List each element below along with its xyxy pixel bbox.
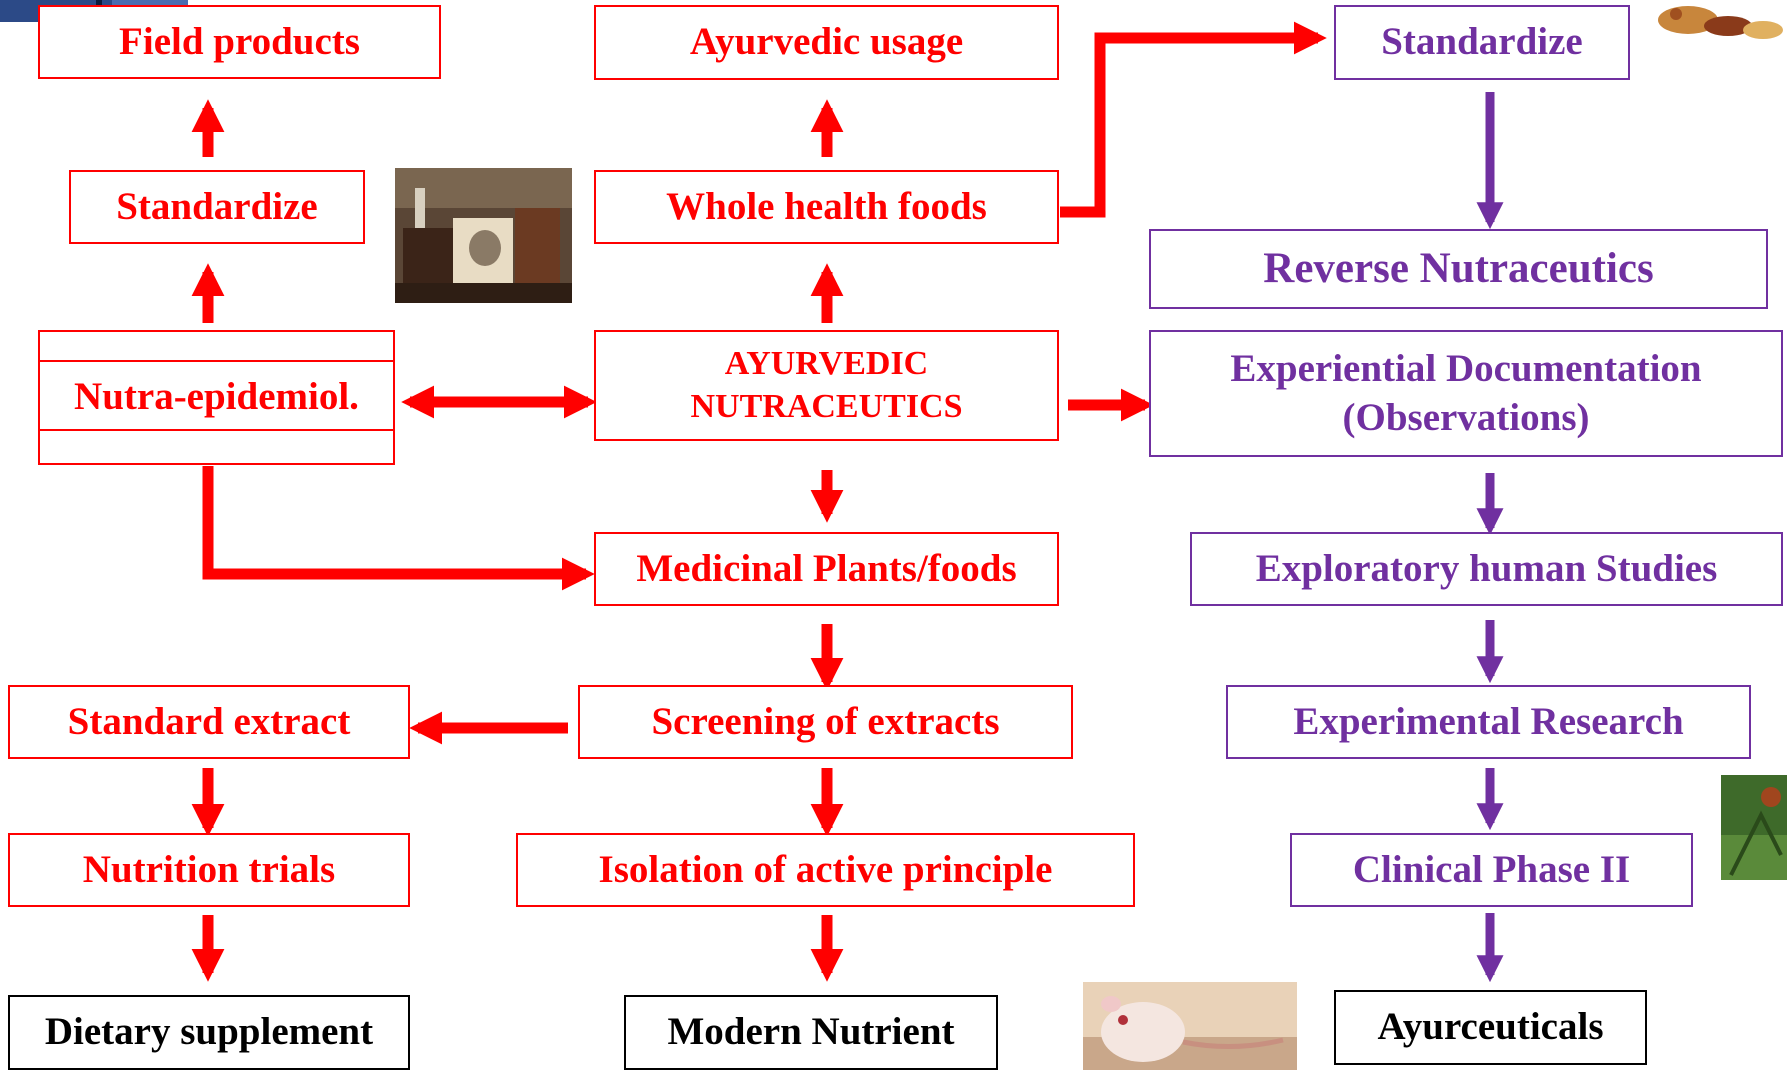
experimental-box: Experimental Research [1226,685,1751,759]
nutrition-trials-label: Nutrition trials [82,847,336,891]
isolation-box: Isolation of active principle [516,833,1135,907]
ayurvedic-nutraceutics-line1: AYURVEDIC [724,345,929,382]
whole-health-foods-label: Whole health foods [666,184,987,228]
screening-label: Screening of extracts [651,699,1000,743]
nutra-divider-top [40,360,393,362]
arrow-whole-to-standardize [1060,21,1327,218]
dietary-supplement-label: Dietary supplement [44,1010,374,1054]
field-products-label: Field products [119,19,360,63]
medicinal-plants-label: Medicinal Plants/foods [636,546,1017,590]
standardize-left-box: Standardize [69,170,365,244]
medicinal-plants-box: Medicinal Plants/foods [594,532,1059,606]
nutra-epidemiol-box: Nutra-epidemiol. [38,330,395,465]
exploratory-label: Exploratory human Studies [1255,546,1718,590]
field-products-box: Field products [38,5,441,79]
ayurvedic-nutraceutics-line2: NUTRACEUTICS [690,387,963,425]
clinical-phase-box: Clinical Phase II [1290,833,1693,907]
modern-nutrient-box: Modern Nutrient [624,995,998,1070]
ayurvedic-nutraceutics-box: AYURVEDIC NUTRACEUTICS [594,330,1059,441]
experiential-line1: Experiential Documentation [1230,346,1702,390]
ayurceuticals-box: Ayurceuticals [1334,990,1647,1065]
nutrition-trials-box: Nutrition trials [8,833,410,907]
experiential-box: Experiential Documentation (Observations… [1149,330,1783,457]
ayurceuticals-label: Ayurceuticals [1377,1005,1604,1049]
isolation-label: Isolation of active principle [598,847,1053,891]
standardize-right-box: Standardize [1334,5,1630,80]
ayurvedic-usage-label: Ayurvedic usage [689,20,964,64]
screening-box: Screening of extracts [578,685,1073,759]
spices-photo [1648,0,1787,42]
standard-extract-box: Standard extract [8,685,410,759]
standard-extract-label: Standard extract [67,699,351,743]
reverse-nutraceutics-label: Reverse Nutraceutics [1263,245,1654,293]
dietary-supplement-box: Dietary supplement [8,995,410,1070]
experimental-label: Experimental Research [1293,699,1684,743]
nutra-epidemiol-label: Nutra-epidemiol. [74,375,359,419]
exploratory-box: Exploratory human Studies [1190,532,1783,606]
standardize-right-label: Standardize [1381,20,1583,64]
ayurvedic-usage-box: Ayurvedic usage [594,5,1059,80]
plant-photo [1721,775,1787,880]
rat-photo [1083,982,1297,1070]
nutra-divider-bottom [40,429,393,431]
modern-nutrient-label: Modern Nutrient [667,1010,955,1054]
whole-health-foods-box: Whole health foods [594,170,1059,244]
books-photo [395,168,572,303]
standardize-left-label: Standardize [116,184,318,228]
reverse-nutraceutics-box: Reverse Nutraceutics [1149,229,1768,309]
arrow-nutra-to-medicinal [202,466,595,591]
experiential-line2: (Observations) [1342,395,1590,439]
clinical-phase-label: Clinical Phase II [1352,847,1631,891]
